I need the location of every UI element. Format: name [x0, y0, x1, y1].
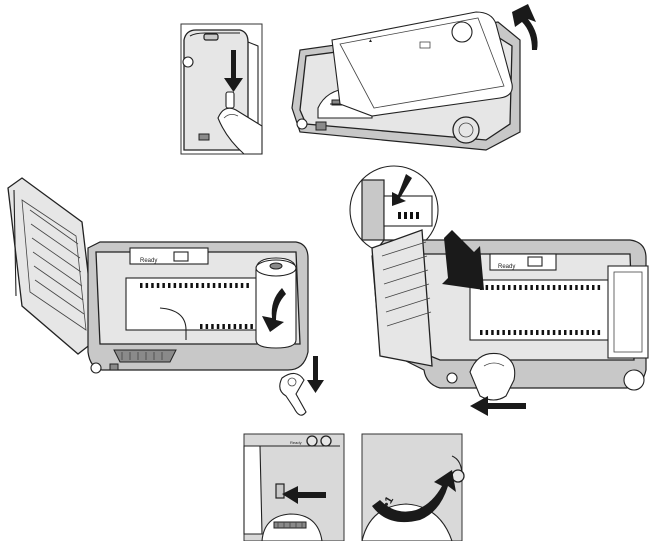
film-perforations-bottom [480, 330, 601, 335]
ready-label-2: Ready [498, 264, 515, 270]
film-perforation [184, 283, 188, 288]
film-perforation [228, 324, 231, 329]
film-perforation [508, 285, 511, 290]
curved-arrow-icon [512, 4, 538, 50]
film-perforation [580, 285, 584, 290]
film-perforation [145, 283, 149, 288]
film-perforation [233, 324, 237, 329]
film-perforation [491, 330, 494, 335]
film-perforations-top [480, 285, 601, 290]
film-perforation [156, 283, 160, 288]
film-perforation [519, 330, 522, 335]
film-perforation [597, 330, 601, 335]
film-perforation [586, 285, 589, 290]
film-perforation [229, 283, 233, 288]
film-perforation [569, 330, 573, 335]
film-perforation [541, 285, 545, 290]
film-perforation [207, 283, 210, 288]
film-perforation [162, 283, 165, 288]
film-perforation [541, 330, 545, 335]
film-perforation [558, 330, 561, 335]
curved-arrow-icon [262, 288, 286, 332]
film-perforation [508, 330, 511, 335]
film-perforation [592, 330, 595, 335]
film-perforation [496, 285, 500, 290]
film-perforations-top [140, 283, 249, 288]
film-perforation [240, 283, 244, 288]
film-perforation [524, 330, 528, 335]
step-6-knob-rotate-inset: S•1 [361, 433, 465, 541]
film-perforation [536, 330, 539, 335]
left-arrow-icon [282, 486, 326, 504]
film-perforation [558, 285, 561, 290]
film-perforation [235, 283, 238, 288]
film-perforation [496, 330, 500, 335]
film-perforation [212, 283, 216, 288]
film-perforation [216, 324, 220, 329]
step-3-insert-cartridge: Ready [7, 177, 324, 416]
down-arrow-icon [442, 230, 484, 290]
film-perforation [179, 283, 182, 288]
down-arrow-icon [307, 356, 324, 393]
film-perforation [580, 330, 584, 335]
down-arrow-icon [224, 50, 243, 92]
film-perforation [205, 324, 209, 329]
ready-label-1: Ready [140, 258, 157, 264]
film-perforation [239, 324, 242, 329]
film-perforation [592, 285, 595, 290]
film-perforation [575, 285, 578, 290]
film-perforation [536, 285, 539, 290]
film-perforation [250, 324, 253, 329]
film-perforation [218, 283, 221, 288]
ready-label-3: Ready [290, 440, 302, 445]
film-perforation [244, 324, 248, 329]
finger-icon [217, 107, 263, 155]
film-perforation [547, 285, 550, 290]
film-perforation [168, 283, 171, 288]
step-5-close-door-inset: Ready [243, 433, 345, 541]
curved-arrow-icon [372, 470, 456, 523]
film-perforation [485, 285, 489, 290]
step-4-pull-film-leader: Ready [349, 165, 649, 416]
film-perforation [564, 285, 567, 290]
film-perforation [196, 283, 199, 288]
film-perforation [151, 283, 154, 288]
finger-icon [469, 352, 516, 401]
film-perforation [524, 285, 528, 290]
film-perforation [502, 285, 505, 290]
film-perforation [246, 283, 249, 288]
film-perforation [575, 330, 578, 335]
film-perforation [519, 285, 522, 290]
film-perforation [530, 285, 533, 290]
film-perforation [597, 285, 601, 290]
film-perforation [564, 330, 567, 335]
film-perforation [211, 324, 214, 329]
film-perforation [190, 283, 193, 288]
film-perforation [547, 330, 550, 335]
film-perforation [201, 283, 205, 288]
film-perforation [173, 283, 177, 288]
film-perforation [513, 285, 517, 290]
film-perforation [200, 324, 203, 329]
film-perforation [480, 330, 483, 335]
film-perforation [569, 285, 573, 290]
film-perforation [502, 330, 505, 335]
step-2-open-back-door: ▲ [291, 4, 538, 151]
film-perforation [222, 324, 225, 329]
film-perforation [140, 283, 143, 288]
film-perforation [485, 330, 489, 335]
film-perforation [552, 285, 556, 290]
film-perforation [530, 330, 533, 335]
film-perforation [552, 330, 556, 335]
film-perforation [513, 330, 517, 335]
film-perforation [491, 285, 494, 290]
step-1-latch-inset [180, 23, 263, 155]
door-small-label: ▲ [368, 38, 373, 44]
down-arrow-icon [392, 174, 412, 206]
film-perforation [224, 283, 227, 288]
film-perforation [586, 330, 589, 335]
left-arrow-icon [470, 396, 526, 416]
